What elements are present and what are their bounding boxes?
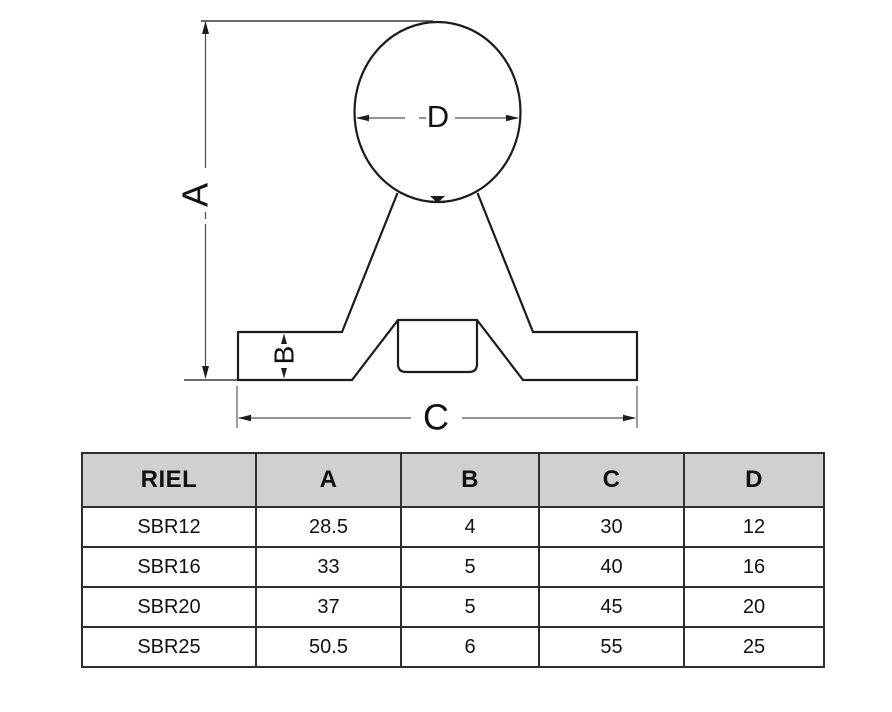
dim-label-c: C xyxy=(423,397,449,438)
cell-c: 45 xyxy=(538,586,685,628)
dimension-d: D xyxy=(356,99,519,134)
dimension-a: A xyxy=(175,20,433,381)
d-arrow-left-icon xyxy=(356,114,369,122)
table-header-row: RIEL A B C D xyxy=(81,452,825,508)
cell-b: 4 xyxy=(400,506,540,548)
circle-bottom-tick xyxy=(430,196,445,203)
cell-a: 37 xyxy=(255,586,402,628)
cell-riel: SBR12 xyxy=(81,506,257,548)
support-body xyxy=(236,192,639,382)
rail-cross-section-diagram: A B C xyxy=(175,20,639,438)
dimension-c: C xyxy=(236,386,638,438)
cell-d: 20 xyxy=(683,586,825,628)
cell-d: 16 xyxy=(683,546,825,588)
cell-b: 5 xyxy=(400,586,540,628)
col-header-b: B xyxy=(400,452,540,508)
cell-c: 40 xyxy=(538,546,685,588)
table-row: SBR25 50.5 6 55 25 xyxy=(81,626,825,668)
cell-d: 12 xyxy=(683,506,825,548)
dim-label-b: B xyxy=(268,346,299,365)
c-arrow-right-icon xyxy=(623,414,636,422)
d-arrow-right-icon xyxy=(506,114,519,122)
col-header-a: A xyxy=(255,452,402,508)
cell-b: 5 xyxy=(400,546,540,588)
spec-table: RIEL A B C D SBR12 28.5 4 30 12 SBR16 33… xyxy=(81,452,825,668)
col-header-d: D xyxy=(683,452,825,508)
cell-riel: SBR16 xyxy=(81,546,257,588)
dim-label-d: D xyxy=(427,99,449,134)
cell-c: 30 xyxy=(538,506,685,548)
dim-label-a: A xyxy=(175,183,216,207)
cell-c: 55 xyxy=(538,626,685,668)
col-header-c: C xyxy=(538,452,685,508)
cell-riel: SBR25 xyxy=(81,626,257,668)
diagram-svg: A B C xyxy=(175,20,639,438)
col-header-riel: RIEL xyxy=(81,452,257,508)
a-arrow-down-icon xyxy=(202,366,209,379)
cell-b: 6 xyxy=(400,626,540,668)
a-arrow-up-icon xyxy=(202,21,209,34)
c-arrow-left-icon xyxy=(238,414,251,422)
dimension-b: B xyxy=(268,333,299,379)
cell-a: 28.5 xyxy=(255,506,402,548)
center-slot xyxy=(396,320,479,374)
table-row: SBR20 37 5 45 20 xyxy=(81,586,825,628)
table-row: SBR12 28.5 4 30 12 xyxy=(81,506,825,548)
table-row: SBR16 33 5 40 16 xyxy=(81,546,825,588)
b-arrow-down-icon xyxy=(281,368,287,379)
cell-riel: SBR20 xyxy=(81,586,257,628)
cell-a: 33 xyxy=(255,546,402,588)
cell-a: 50.5 xyxy=(255,626,402,668)
b-arrow-up-icon xyxy=(281,333,287,344)
cell-d: 25 xyxy=(683,626,825,668)
